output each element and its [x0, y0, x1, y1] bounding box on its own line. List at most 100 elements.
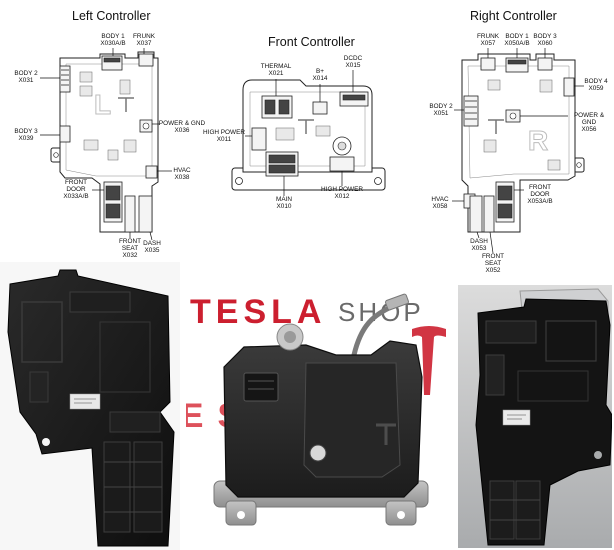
label-code: X053A/B: [527, 198, 553, 206]
left-tesla-logo-icon: [118, 97, 134, 112]
right-letter: R: [528, 125, 548, 156]
label-code: X039: [18, 135, 34, 143]
left-controller-title: Left Controller: [72, 9, 151, 23]
connector-right-dash: [469, 195, 483, 233]
label-code: X021: [268, 70, 284, 78]
tesla-logo-icon: [412, 326, 446, 395]
label-name: MAIN: [276, 196, 292, 203]
leader-line: [149, 231, 153, 241]
label-name: BODY 2: [14, 70, 38, 77]
label-right-front-seat: FRONT SEAT X052: [481, 253, 505, 275]
label-name: DASH: [143, 240, 161, 247]
connector-left-frunk: [138, 53, 154, 67]
label-name: HIGH POWER: [203, 129, 245, 136]
front-controller-title: Front Controller: [268, 35, 355, 49]
label-code: X031: [18, 77, 34, 85]
label-left-body1: BODY 1 X030A/B: [95, 33, 131, 47]
label-left-front-seat: FRONT SEAT X032: [118, 238, 142, 260]
label-left-body2: BODY 2 X031: [12, 70, 40, 84]
front-tesla-logo-icon: [298, 119, 314, 134]
label-code: X014: [312, 75, 328, 83]
label-code: X058: [432, 203, 448, 211]
label-name: DASH: [470, 238, 488, 245]
label-code: X036: [174, 127, 190, 135]
label-name: FRUNK: [476, 33, 499, 40]
label-front-high-power-x012: HIGH POWER X012: [320, 186, 364, 200]
label-code: X012: [334, 193, 350, 201]
part-sticker: [69, 393, 101, 410]
leader-line: [489, 231, 494, 254]
label-name: BODY 1: [101, 33, 125, 40]
label-left-power-gnd: POWER & GND X036: [158, 120, 206, 134]
label-name: POWER & GND: [158, 120, 206, 127]
label-right-dash: DASH X053: [468, 238, 490, 252]
leader-line: [476, 231, 480, 239]
connector-left-body2: [59, 65, 71, 93]
label-name: DCDC: [343, 55, 363, 62]
label-code: X010: [276, 203, 292, 211]
label-code: X052: [485, 267, 501, 275]
label-name: HVAC: [173, 167, 191, 174]
photo-connector: [243, 372, 279, 402]
label-right-body1: BODY 1 X050A/B: [499, 33, 535, 47]
connector-left-hvac: [145, 165, 158, 179]
label-code: X032: [122, 252, 138, 260]
connector-left-dash: [138, 195, 153, 233]
label-right-body2: BODY 2 X051: [428, 103, 454, 117]
left-controller-drawing: L: [40, 48, 172, 241]
label-name: FRUNK: [132, 33, 155, 40]
label-front-thermal: THERMAL X021: [260, 63, 292, 77]
label-name: HIGH POWER: [321, 186, 363, 193]
label-code: X053: [471, 245, 487, 253]
watermark-brand: TESLA: [190, 293, 326, 331]
label-code: X015: [345, 62, 361, 70]
right-controller-photo: [458, 285, 612, 548]
label-left-body3: BODY 3 X039: [12, 128, 40, 142]
label-code: X035: [144, 247, 160, 255]
label-name: B+: [316, 68, 324, 75]
front-controller-drawing: [231, 70, 386, 196]
right-controller-title: Right Controller: [470, 9, 557, 23]
connector-x011: [251, 127, 267, 151]
right-tesla-logo-icon: [488, 119, 504, 134]
label-right-hvac: HVAC X058: [428, 196, 452, 210]
label-front-dcdc: DCDC X015: [340, 55, 366, 69]
label-code: X037: [136, 40, 152, 48]
part-sticker: [502, 409, 531, 426]
label-name: BODY 3: [533, 33, 557, 40]
label-name: BODY 4: [584, 78, 608, 85]
label-left-front-door: FRONT DOOR X033A/B: [58, 179, 94, 201]
label-code: X011: [216, 136, 232, 144]
label-code: X057: [480, 40, 496, 48]
label-right-power-gnd: POWER & GND X056: [566, 112, 612, 134]
label-code: X060: [537, 40, 553, 48]
label-code: X059: [588, 85, 604, 93]
left-letter: L: [94, 89, 111, 120]
label-code: X038: [174, 174, 190, 182]
label-right-body4: BODY 4 X059: [582, 78, 610, 92]
label-name: FRONT SEAT: [481, 253, 504, 268]
label-name: BODY 3: [14, 128, 38, 135]
connector-right-body2: [463, 95, 479, 127]
label-name: BODY 2: [429, 103, 453, 110]
label-right-frunk: FRUNK X057: [474, 33, 502, 47]
label-code: X051: [433, 110, 449, 118]
label-right-front-door: FRONT DOOR X053A/B: [522, 184, 558, 206]
connector-right-body4: [563, 77, 575, 97]
front-controller-photo: TESLA SHOP TESLA: [186, 285, 446, 548]
label-name: BODY 1: [505, 33, 529, 40]
connector-left-front-seat: [124, 195, 136, 233]
label-front-high-power-x011: HIGH POWER X011: [202, 129, 246, 143]
connector-b-plus: [312, 101, 328, 115]
label-code: X056: [581, 126, 597, 134]
label-right-body3: BODY 3 X060: [532, 33, 558, 47]
label-front-b-plus: B+ X014: [308, 68, 332, 82]
label-code: X030A/B: [100, 40, 126, 48]
label-left-dash: DASH X035: [141, 240, 163, 254]
label-name: FRONT DOOR: [64, 179, 87, 194]
label-name: FRONT SEAT: [118, 238, 141, 253]
connector-right-body3: [537, 57, 553, 71]
label-name: HVAC: [431, 196, 449, 203]
label-name: THERMAL: [260, 63, 292, 70]
